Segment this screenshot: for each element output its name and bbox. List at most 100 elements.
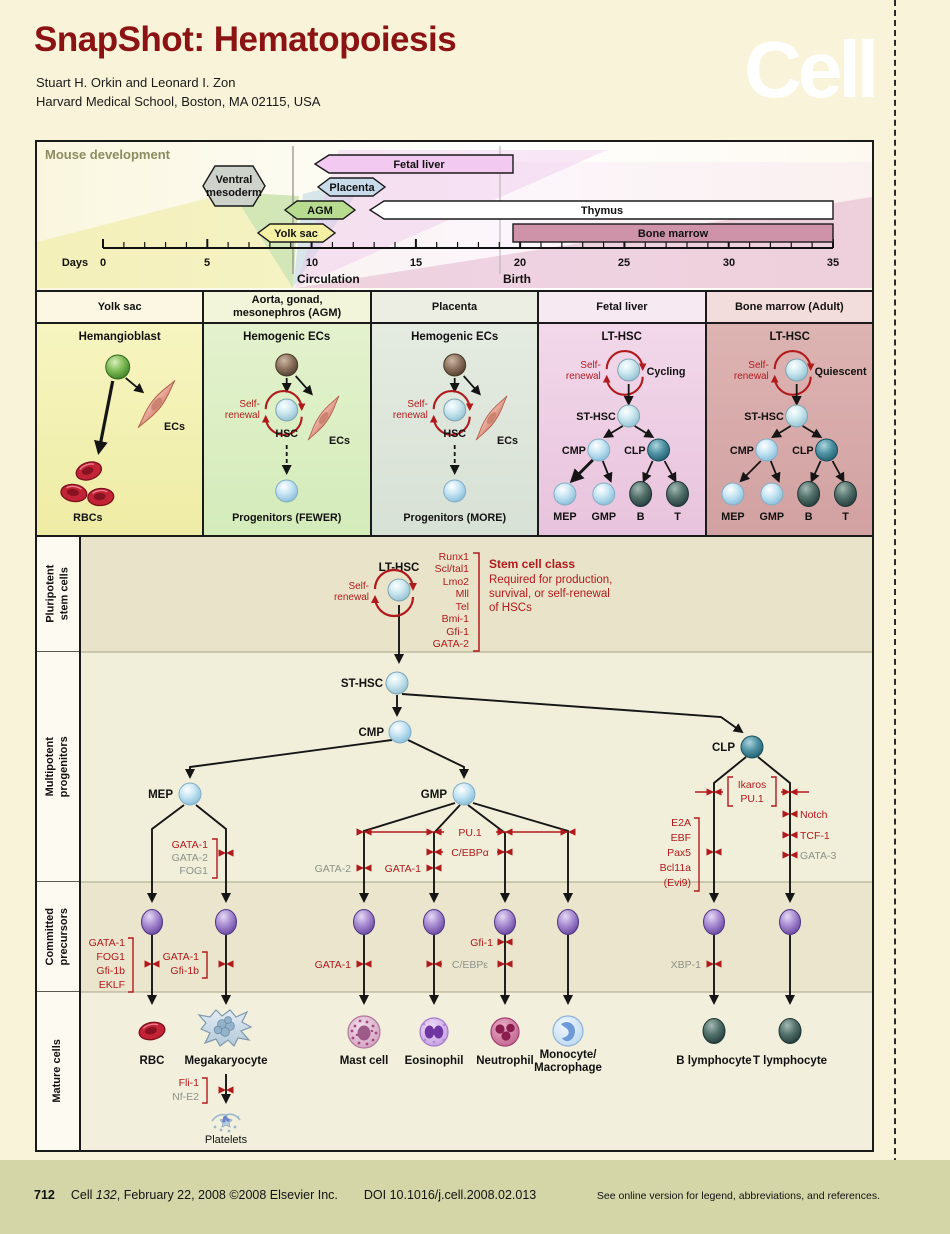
factor-nfe2: Nf-E2 bbox=[172, 1091, 199, 1103]
t-cell bbox=[666, 481, 690, 507]
col-header-agm-line1: Aorta, gonad, bbox=[251, 294, 323, 307]
col-header-yolk-sac-text: Yolk sac bbox=[97, 300, 142, 313]
clp-to-t-arrow bbox=[663, 460, 677, 483]
cmp-to-gmp-arrow bbox=[602, 460, 613, 483]
mep-branch-rbc bbox=[147, 804, 185, 903]
cmp-cell bbox=[587, 438, 611, 462]
mature-cells-label: Mature cells bbox=[51, 1039, 65, 1103]
stage-row-mature: Mature cells bbox=[37, 992, 79, 1150]
ecs-label: ECs bbox=[164, 421, 185, 433]
mep-label: MEP bbox=[148, 789, 173, 801]
timeline-bar-placenta: Placenta bbox=[316, 177, 387, 197]
rbc-factor-bracket bbox=[128, 937, 134, 993]
ecs-label: ECs bbox=[329, 435, 350, 447]
factor-tcf1: TCF-1 bbox=[800, 830, 830, 842]
t-label: T bbox=[842, 511, 849, 523]
ikaros-brackets bbox=[727, 776, 777, 807]
circulation-label: Circulation bbox=[297, 272, 360, 286]
col-header-bone-marrow: Bone marrow (Adult) bbox=[706, 292, 873, 322]
cmp-to-gmp-arrow bbox=[407, 739, 469, 779]
tick-15: 15 bbox=[410, 257, 422, 269]
factor-ikaros: Ikaros bbox=[738, 779, 767, 791]
factor-eklf: EKLF bbox=[99, 979, 125, 991]
gmp-gata-annotations: GATA-2 GATA-1 bbox=[315, 863, 442, 875]
timeline-chart: Days 0 5 10 15 20 25 30 35 Circulation B… bbox=[37, 146, 872, 288]
eosinophil-icon bbox=[419, 1017, 449, 1047]
column-bone-marrow: LT-HSC Self- renewal Quiescent ST-HSC CM… bbox=[706, 324, 873, 535]
gmp-cell bbox=[759, 482, 783, 506]
stem-class-note-2: survival, or self-renewal bbox=[489, 588, 610, 600]
column-fetal-liver: LT-HSC Self- renewal Cycling ST-HSC CMP … bbox=[539, 324, 707, 535]
factor-e2a: E2A bbox=[671, 817, 691, 829]
fetal-liver-bar-label: Fetal liver bbox=[393, 159, 445, 171]
bone-marrow-bar-label: Bone marrow bbox=[638, 228, 709, 240]
factor-pu1: PU.1 bbox=[458, 827, 482, 839]
self-renewal-label-1: Self- bbox=[407, 399, 427, 410]
author-line-2: Harvard Medical School, Boston, MA 02115… bbox=[36, 93, 321, 109]
mast-cell-icon bbox=[347, 1015, 381, 1049]
gmp-cell bbox=[452, 782, 476, 806]
placenta-bar-label: Placenta bbox=[329, 182, 375, 194]
progenitors-more-label: Progenitors (MORE) bbox=[403, 512, 506, 524]
t-lymphocyte-label: T lymphocyte bbox=[753, 1055, 827, 1067]
cycling-label: Cycling bbox=[647, 366, 686, 378]
factor-gata1: GATA-1 bbox=[89, 937, 126, 949]
figure-panel: Mouse development bbox=[35, 140, 874, 1152]
lineage-tree-lines bbox=[147, 605, 795, 1104]
hsc-label: HSC bbox=[276, 428, 299, 440]
tick-0: 0 bbox=[100, 257, 106, 269]
factor-gata3: GATA-3 bbox=[800, 850, 837, 862]
neutrophil-label: Neutrophil bbox=[476, 1055, 534, 1067]
cmp-to-mep-arrow bbox=[185, 739, 393, 779]
mature-line1: Mature cells bbox=[51, 1039, 64, 1103]
mep-factor-block: GATA-1 GATA-2 FOG1 bbox=[172, 838, 234, 879]
mep-factor-bracket bbox=[212, 838, 218, 879]
column-yolk-sac: Hemangioblast ECs RBCs bbox=[37, 324, 205, 535]
col-header-placenta: Placenta bbox=[371, 292, 540, 322]
journal-name: Cell bbox=[70, 1188, 93, 1202]
st-hsc-cell bbox=[617, 404, 641, 428]
committed-line1: Committed bbox=[44, 907, 57, 966]
lt-hsc-cell bbox=[784, 358, 808, 382]
gmp-branch-eos bbox=[429, 804, 461, 903]
cebpe-annotation: C/EBPε bbox=[426, 959, 513, 971]
platelets-label: Platelets bbox=[205, 1134, 248, 1146]
platelet-factor-block: Fli-1 Nf-E2 bbox=[172, 1077, 234, 1104]
clp-label: CLP bbox=[624, 445, 646, 457]
gene-mll: Mll bbox=[456, 588, 469, 600]
factor-gfi1: Gfi-1 bbox=[470, 937, 493, 949]
col-header-agm-line2: mesonephros (AGM) bbox=[233, 307, 342, 319]
gene-scl-tal1: Scl/tal1 bbox=[435, 563, 470, 575]
factor-notch: Notch bbox=[800, 809, 828, 821]
timeline-bars: Ventral mesoderm Fetal liver Placenta AG… bbox=[202, 154, 834, 243]
xbp1-annotation: XBP-1 bbox=[671, 959, 722, 971]
factor-gfi1b: Gfi-1b bbox=[96, 965, 125, 977]
hsc-cell bbox=[275, 398, 299, 422]
gene-runx1: Runx1 bbox=[439, 551, 470, 563]
mega-factor-block: GATA-1 Gfi-1b bbox=[163, 951, 234, 979]
cmp-to-mep-arrow bbox=[739, 460, 762, 483]
stage-bands bbox=[81, 537, 872, 1150]
mep-label: MEP bbox=[553, 511, 576, 523]
self-renewal-label-1: Self- bbox=[748, 360, 768, 371]
b-lymphocyte-label: B lymphocyte bbox=[676, 1055, 751, 1067]
gene-lmo2: Lmo2 bbox=[443, 576, 469, 588]
stem-cell-class-title: Stem cell class bbox=[489, 557, 575, 571]
stem-cell-class-block: Runx1 Scl/tal1 Lmo2 Mll Tel Bmi-1 Gfi-1 … bbox=[433, 551, 612, 652]
st-hsc-cell bbox=[385, 671, 409, 695]
pluripotent-line1: Pluripotent bbox=[44, 564, 57, 624]
mouse-development-timeline: Mouse development bbox=[37, 142, 872, 292]
table-body-row: Hemangioblast ECs RBCs He bbox=[37, 324, 873, 535]
clp-branch-b bbox=[709, 756, 747, 903]
timeline-bar-thymus: Thymus bbox=[368, 200, 834, 220]
timeline-bar-bone-marrow: Bone marrow bbox=[512, 223, 834, 243]
b-branch-factor-block: E2A EBF Pax5 Bcl11a (Evi9) bbox=[660, 817, 722, 892]
progenitor-cell bbox=[275, 479, 299, 503]
col-header-agm: Aorta, gonad,mesonephros (AGM) bbox=[204, 292, 372, 322]
st-hsc-label: ST-HSC bbox=[744, 411, 784, 423]
